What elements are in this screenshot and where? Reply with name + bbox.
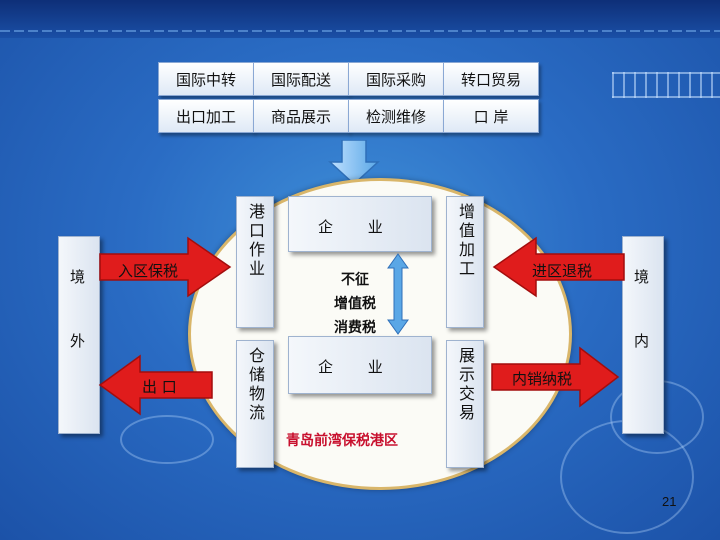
bonded-entry-label: 入区保税 [118, 262, 179, 280]
overseas-label-bottom: 外 [70, 332, 86, 350]
display-trade-box: 展示交易 [446, 340, 484, 468]
domestic-label-bottom: 内 [634, 332, 650, 350]
cloud-ornament [120, 415, 214, 464]
top-decorative-band [0, 0, 720, 38]
display-trade-label: 展示交易 [456, 347, 475, 423]
zone-name: 青岛前湾保税港区 [286, 433, 398, 449]
arrow-right-icon [491, 346, 620, 408]
tax-line: 消费税 [334, 320, 376, 336]
domestic-sale-tax-label: 内销纳税 [512, 370, 573, 388]
down-arrow-icon [328, 140, 380, 186]
grid-cell: 国际采购 [348, 62, 444, 96]
enterprise-bottom-box [288, 336, 432, 394]
grid-cell: 转口贸易 [443, 62, 539, 96]
tax-refund-entry-label: 进区退税 [532, 262, 593, 280]
arrow-right-icon [99, 236, 232, 298]
overseas-column [58, 236, 100, 434]
tax-line: 不征 [341, 272, 369, 288]
storage-logistics-label: 仓储物流 [246, 347, 265, 423]
grid-cell: 国际配送 [253, 62, 349, 96]
storage-logistics-box: 仓储物流 [236, 340, 274, 468]
overseas-label-top: 境 [70, 268, 86, 286]
double-arrow-icon [387, 253, 409, 335]
value-added-processing-box: 增值加工 [446, 196, 484, 328]
grid-cell: 检测维修 [348, 99, 444, 133]
grid-cell: 口 岸 [443, 99, 539, 133]
value-added-processing-label: 增值加工 [456, 203, 475, 279]
page-number: 21 [662, 494, 677, 509]
grid-cell: 商品展示 [253, 99, 349, 133]
domestic-column [622, 236, 664, 434]
grid-cell: 出口加工 [158, 99, 254, 133]
port-operation-box: 港口作业 [236, 196, 274, 328]
enterprise-top-label: 企 业 [318, 218, 383, 236]
domestic-label-top: 境 [634, 268, 650, 286]
arrow-left-icon [492, 236, 625, 298]
tax-line: 增值税 [334, 296, 376, 312]
arrow-left-icon [98, 354, 213, 416]
enterprise-top-box [288, 196, 432, 252]
greek-key-ornament [612, 72, 720, 98]
tax-exemption-text: 不征 增值税 消费税 [312, 268, 398, 340]
enterprise-bottom-label: 企 业 [318, 358, 383, 376]
port-operation-label: 港口作业 [246, 203, 265, 279]
grid-cell: 国际中转 [158, 62, 254, 96]
export-label: 出 口 [142, 378, 177, 396]
